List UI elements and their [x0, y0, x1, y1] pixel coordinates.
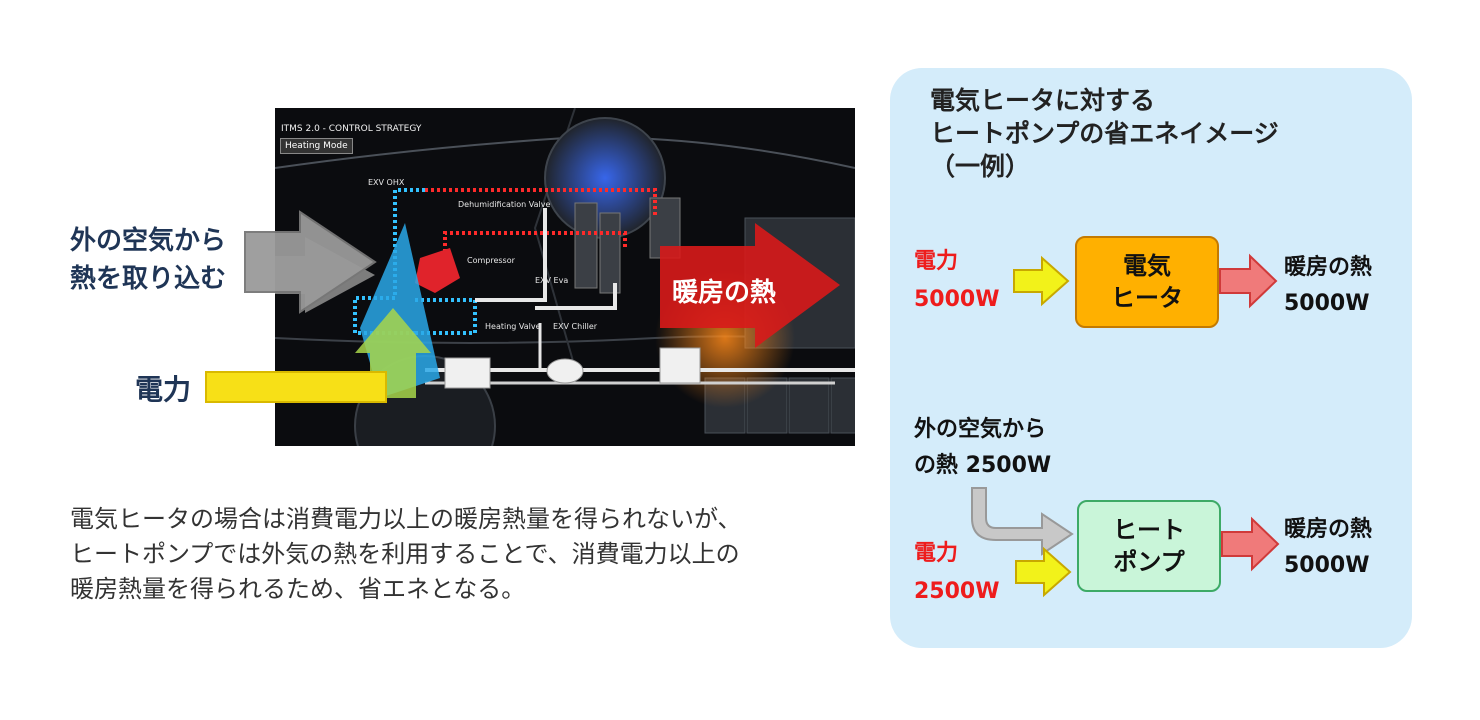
heater-power-value: 5000W — [914, 284, 1000, 316]
heatpump-box-line1: ヒート — [1113, 514, 1185, 546]
heater-box-line1: 電気 — [1111, 250, 1183, 282]
heatpump-output-label: 暖房の熱 — [1284, 514, 1372, 546]
heatpump-power-arrow — [1016, 549, 1070, 595]
electric-heater-box: 電気 ヒータ — [1075, 236, 1219, 328]
heater-power-label: 電力 — [914, 246, 958, 278]
heatpump-power-value: 2500W — [914, 576, 1000, 608]
heater-heat-arrow — [1220, 256, 1276, 306]
heater-box-line2: ヒータ — [1111, 282, 1183, 314]
heat-pump-box: ヒート ポンプ — [1077, 500, 1221, 592]
heater-output-label: 暖房の熱 — [1284, 252, 1372, 284]
heatpump-power-label: 電力 — [914, 538, 958, 570]
heatpump-heat-arrow — [1222, 519, 1278, 569]
heater-output-value: 5000W — [1284, 288, 1370, 320]
heatpump-air-line2: の熱 2500W — [914, 450, 1051, 482]
heater-power-arrow — [1014, 258, 1068, 304]
heatpump-air-line1: 外の空気から — [914, 414, 1046, 446]
heatpump-air-arrow — [972, 488, 1072, 554]
heatpump-box-line2: ポンプ — [1113, 546, 1185, 578]
heatpump-output-value: 5000W — [1284, 550, 1370, 582]
